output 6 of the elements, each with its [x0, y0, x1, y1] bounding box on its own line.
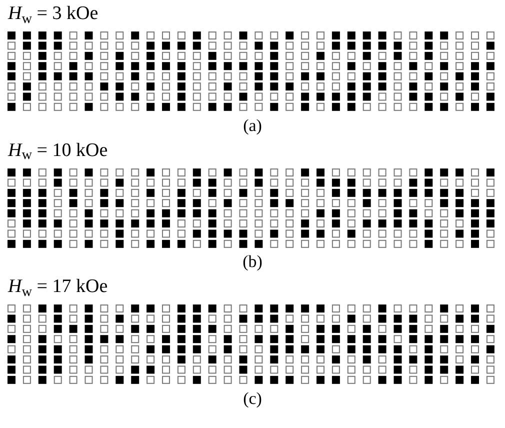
panel-label: (a): [243, 114, 262, 137]
field-label: H$_{w}$ = 3 kOe: [8, 2, 98, 26]
field-label: H$_{w}$ = 10 kOe: [8, 138, 108, 163]
panel-label: (c): [243, 388, 262, 410]
field-label: H$_{w}$ = 17 kOe: [8, 275, 108, 300]
panel-label: (b): [242, 251, 262, 274]
